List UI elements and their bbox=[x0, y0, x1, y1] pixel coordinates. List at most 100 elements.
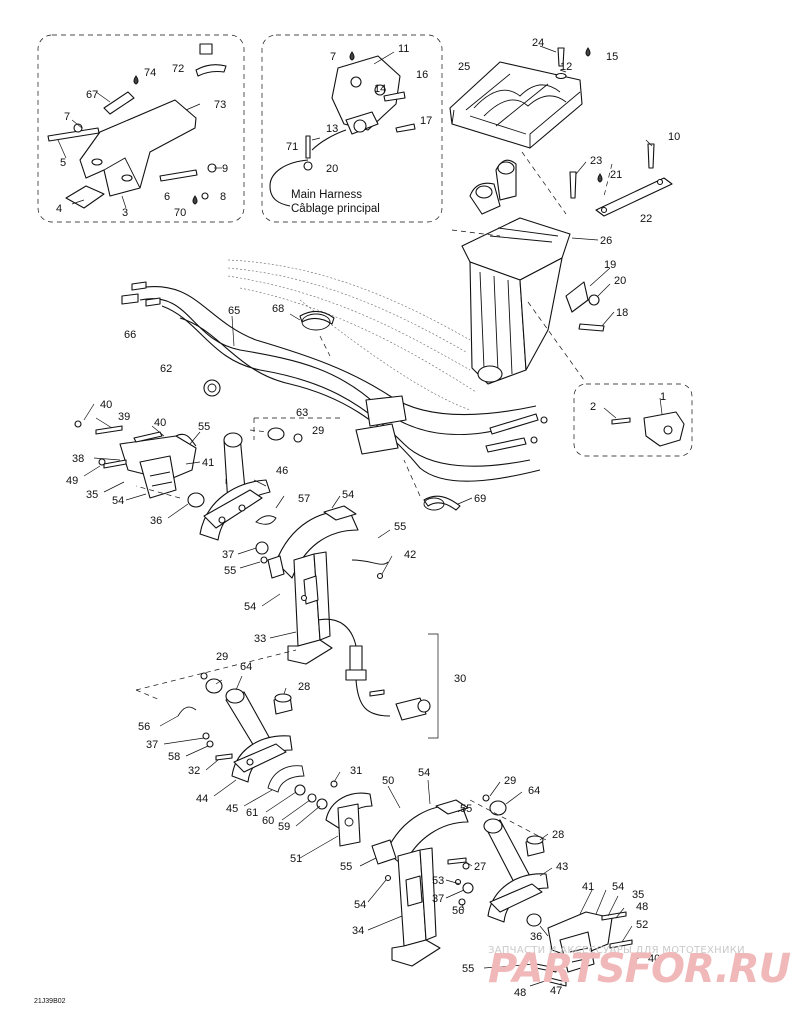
callout-51: 51 bbox=[290, 853, 302, 865]
washer-63 bbox=[267, 427, 285, 441]
drop-icon-7 bbox=[349, 51, 355, 61]
control-cables bbox=[121, 259, 548, 511]
callout-35: 35 bbox=[86, 489, 98, 501]
callout-33: 33 bbox=[254, 633, 266, 645]
callout-30: 30 bbox=[454, 673, 466, 685]
callout-9: 9 bbox=[222, 163, 228, 175]
callout-23: 23 bbox=[590, 155, 602, 167]
callout-7: 7 bbox=[330, 51, 336, 63]
screw-52 bbox=[609, 939, 633, 949]
spacer-67 bbox=[103, 91, 135, 115]
callout-36: 36 bbox=[150, 515, 162, 527]
callout-11: 11 bbox=[398, 43, 409, 55]
washer-64 bbox=[205, 678, 223, 694]
switch-54 bbox=[139, 455, 177, 499]
callout-48: 48 bbox=[636, 901, 648, 913]
callout-26: 26 bbox=[600, 235, 612, 247]
callout-29: 29 bbox=[216, 651, 228, 663]
screw-49 bbox=[103, 459, 127, 469]
callout-29: 29 bbox=[504, 775, 516, 787]
inset-mounting-bracket bbox=[37, 34, 245, 223]
clamp-72 bbox=[199, 43, 213, 55]
callout-68: 68 bbox=[272, 303, 284, 315]
screw-39 bbox=[95, 425, 123, 435]
callout-37: 37 bbox=[146, 739, 158, 751]
washer-62 bbox=[203, 379, 221, 397]
callout-40: 40 bbox=[154, 417, 166, 429]
callout-64: 64 bbox=[528, 785, 540, 797]
cable-sleeve bbox=[365, 395, 407, 427]
callout-20: 20 bbox=[326, 163, 338, 175]
callout-28: 28 bbox=[552, 829, 564, 841]
lower-lever-assembly bbox=[265, 771, 640, 987]
callout-21: 21 bbox=[610, 169, 622, 181]
callout-39: 39 bbox=[118, 411, 130, 423]
callout-35: 35 bbox=[632, 889, 644, 901]
watermark-logo: PARTSFOR.RU bbox=[488, 946, 791, 992]
callout-57: 57 bbox=[298, 493, 310, 505]
callout-54: 54 bbox=[418, 767, 430, 779]
callout-46: 46 bbox=[276, 465, 288, 477]
callout-71: 71 bbox=[286, 141, 298, 153]
callout-74: 74 bbox=[144, 67, 156, 79]
callout-40: 40 bbox=[648, 953, 660, 965]
callout-29: 29 bbox=[312, 425, 324, 437]
console-assembly bbox=[449, 45, 673, 385]
callout-42: 42 bbox=[404, 549, 416, 561]
callout-50: 50 bbox=[382, 775, 394, 787]
callout-19: 19 bbox=[604, 259, 616, 271]
sensor-30 bbox=[349, 645, 363, 673]
spring-57 bbox=[255, 515, 277, 525]
callout-48: 48 bbox=[514, 987, 526, 999]
callout-58: 58 bbox=[168, 751, 180, 763]
callout-18: 18 bbox=[616, 307, 628, 319]
callout-22: 22 bbox=[640, 213, 652, 225]
callout-56: 56 bbox=[138, 721, 150, 733]
bolt-5 bbox=[47, 127, 100, 142]
bolt-6 bbox=[159, 169, 198, 182]
callout-38: 38 bbox=[72, 453, 84, 465]
callout-43: 43 bbox=[556, 861, 568, 873]
lever-arch-50 bbox=[385, 804, 469, 867]
callout-12: 12 bbox=[560, 61, 572, 73]
cable-sleeve bbox=[355, 423, 399, 455]
mounting-bracket bbox=[79, 99, 197, 197]
washer-36 bbox=[526, 913, 542, 927]
throttle-cable-65 bbox=[139, 298, 521, 436]
tie-strap-68 bbox=[299, 310, 335, 325]
callout-45: 45 bbox=[226, 803, 238, 815]
strap-72 bbox=[195, 64, 227, 77]
callout-3: 3 bbox=[122, 207, 128, 219]
drop-icon-21 bbox=[597, 173, 603, 183]
callout-1: 1 bbox=[660, 391, 666, 403]
washer-36 bbox=[187, 492, 205, 508]
screw-2 bbox=[611, 417, 631, 425]
callout-55: 55 bbox=[198, 421, 210, 433]
upper-lever-assembly bbox=[199, 417, 439, 739]
console-housing-body bbox=[469, 261, 527, 385]
callout-40: 40 bbox=[100, 399, 112, 411]
callout-67: 67 bbox=[86, 89, 98, 101]
callout-2: 2 bbox=[590, 401, 596, 413]
drawing-code: 21J39B02 bbox=[34, 998, 66, 1005]
drop-icon-74 bbox=[133, 75, 139, 85]
callout-41: 41 bbox=[582, 881, 594, 893]
callout-54: 54 bbox=[244, 601, 256, 613]
callout-55: 55 bbox=[340, 861, 352, 873]
lever-51 bbox=[337, 803, 361, 847]
washer-64 bbox=[489, 800, 507, 816]
callout-59: 59 bbox=[278, 821, 290, 833]
inset-harness-bracket: Main Harness Câblage principal bbox=[261, 34, 443, 223]
switch-54 bbox=[559, 931, 595, 973]
callout-54: 54 bbox=[342, 489, 354, 501]
callout-69: 69 bbox=[474, 493, 486, 505]
plate-45 bbox=[267, 765, 305, 793]
callout-37: 37 bbox=[222, 549, 234, 561]
callout-63: 63 bbox=[296, 407, 308, 419]
watermark-tagline: ЗАПЧАСТИ И АКСЕССУАРЫ ДЛЯ МОТОТЕХНИКИ bbox=[488, 945, 745, 956]
callout-44: 44 bbox=[196, 793, 208, 805]
middle-lever-assembly bbox=[135, 649, 305, 807]
callout-47: 47 bbox=[550, 985, 562, 997]
callout-17: 17 bbox=[420, 115, 432, 127]
